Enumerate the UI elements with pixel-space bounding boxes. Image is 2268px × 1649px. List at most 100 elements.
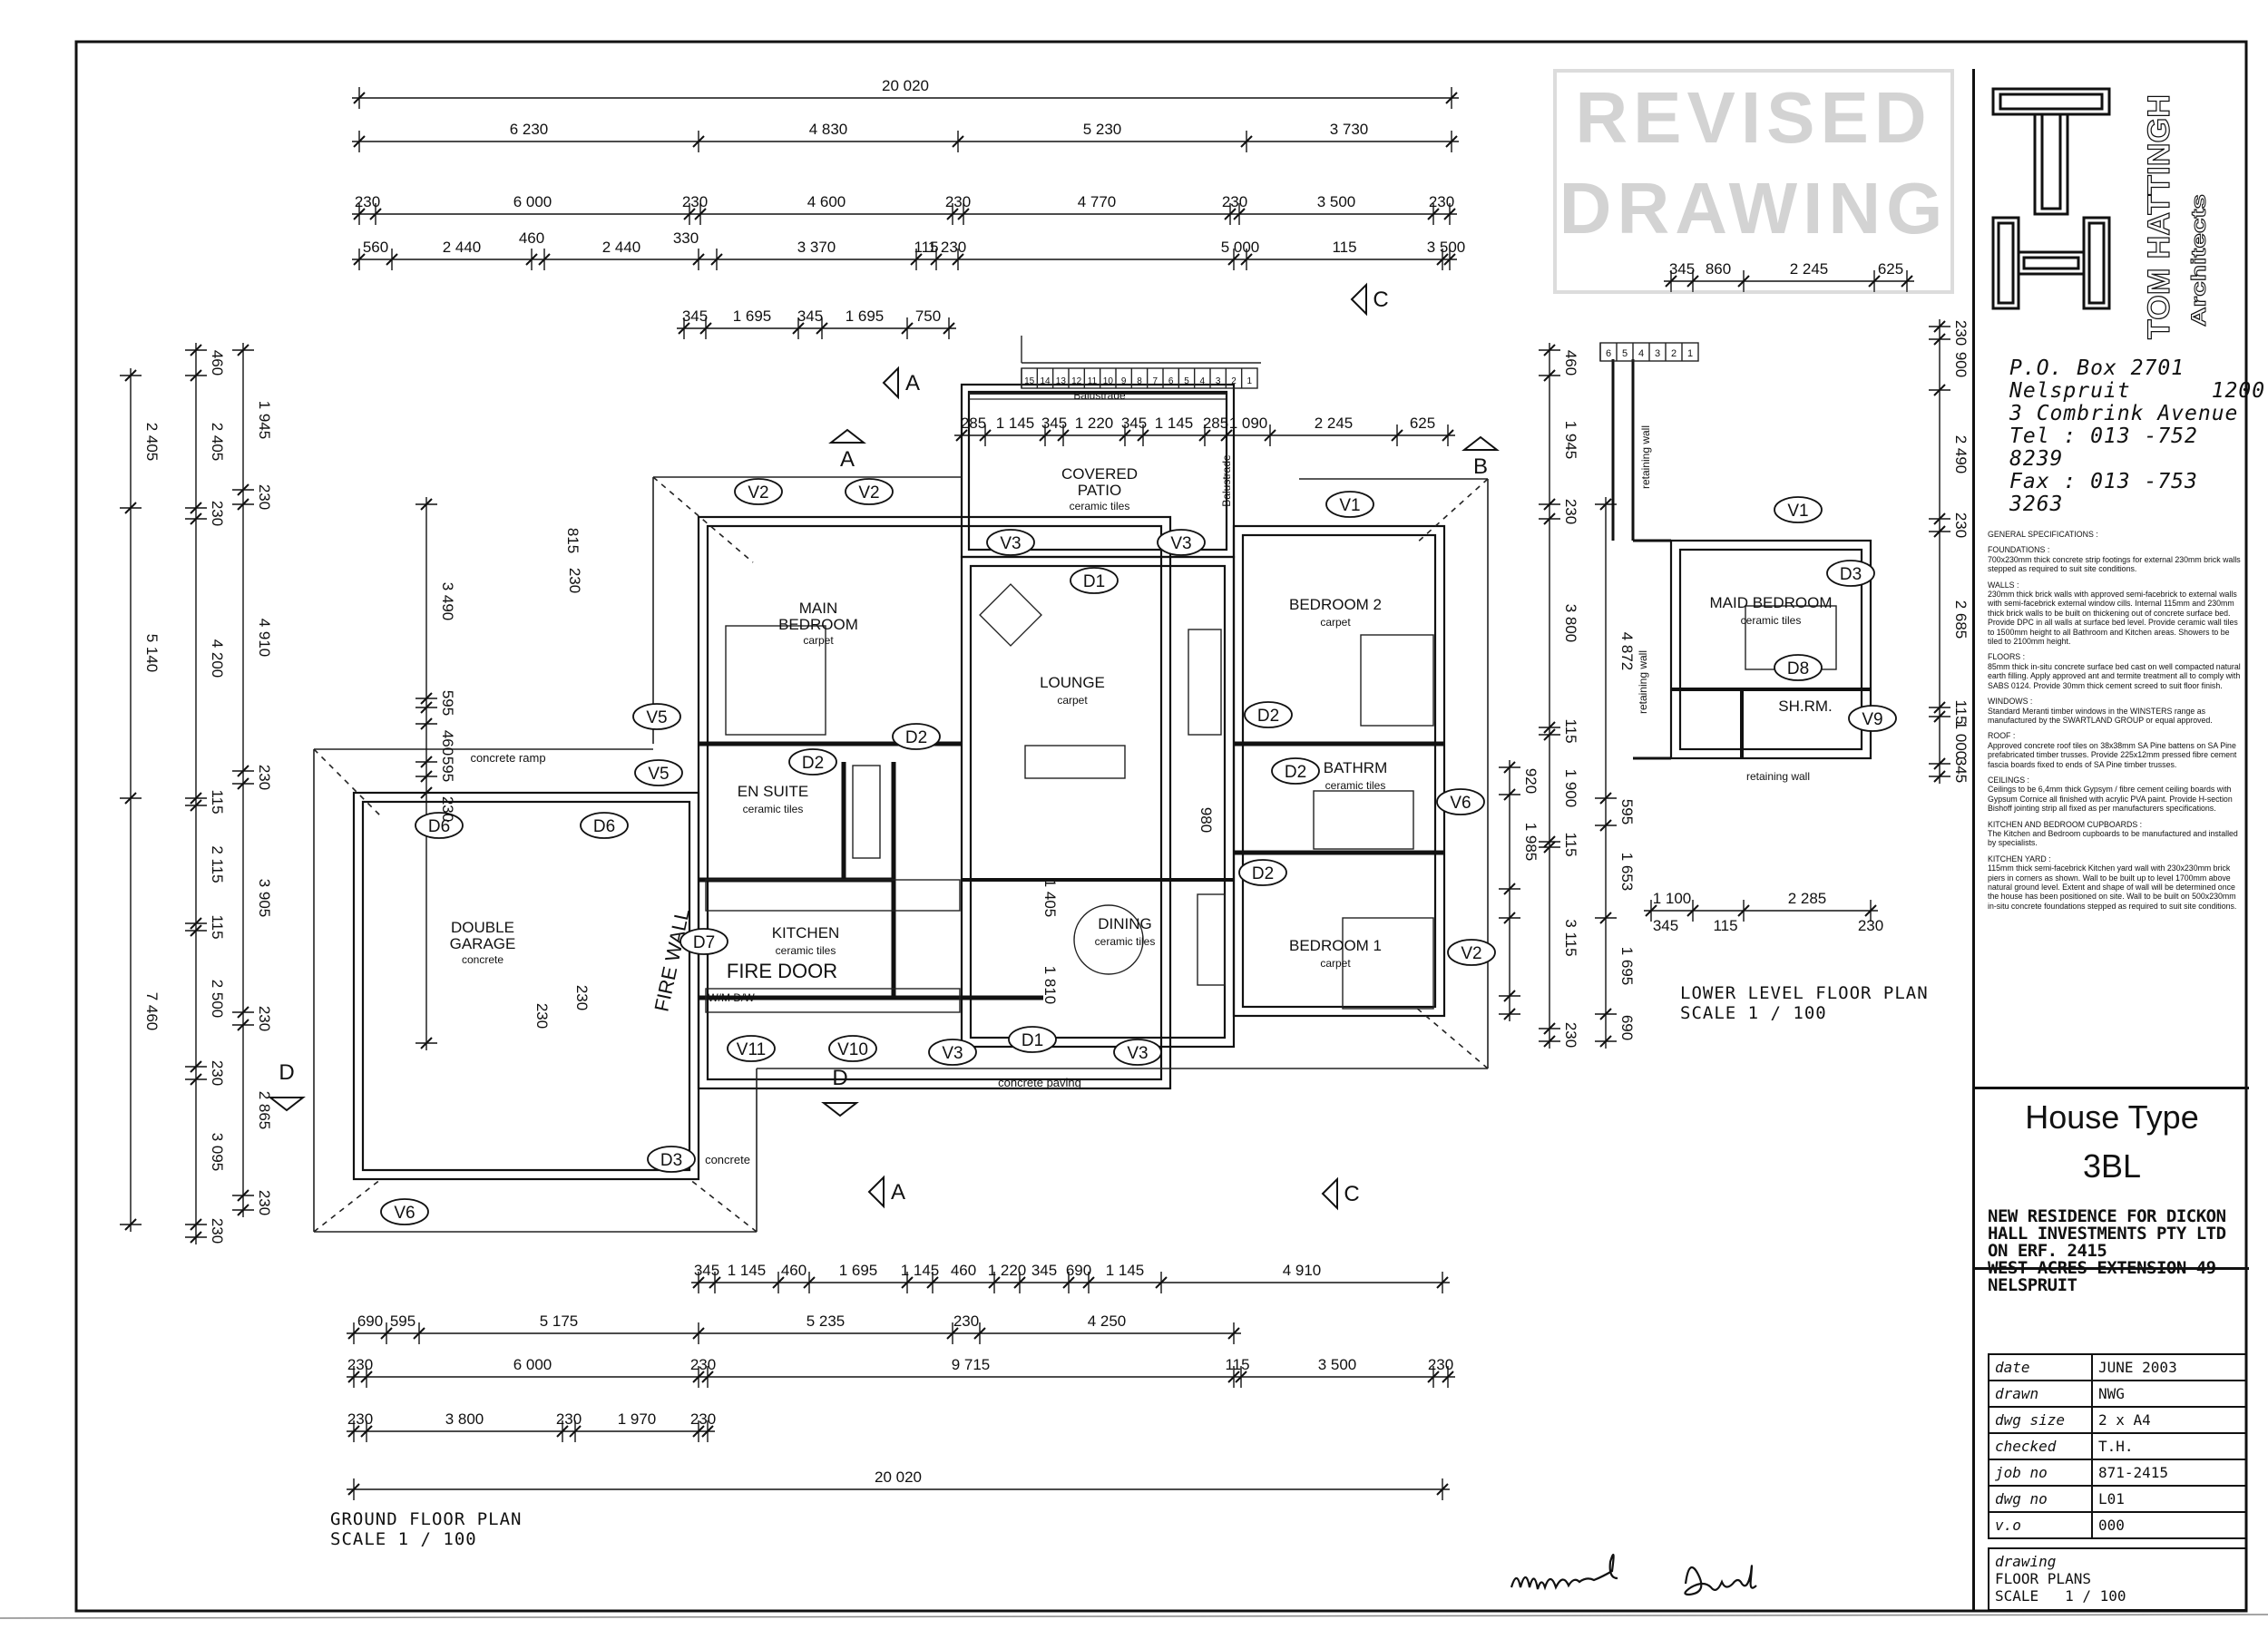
dimension-label: 230 <box>209 1218 226 1244</box>
project-line: HALL INVESTMENTS PTY LTD <box>1988 1224 2226 1244</box>
dimension-tick <box>420 701 433 714</box>
section-label: D <box>832 1066 847 1090</box>
dimension-tick <box>701 1425 714 1438</box>
note-retaining-wall: retaining wall <box>1639 425 1652 489</box>
dimension-label: 230 <box>256 765 273 790</box>
dimension-label: 1 145 <box>1106 1262 1145 1279</box>
dimension-tick <box>413 1327 425 1340</box>
opening-tag-label: V5 <box>646 708 667 727</box>
dimension-label: 460 <box>951 1262 976 1279</box>
dimension-tick <box>943 322 955 335</box>
dimension-tick <box>556 1425 569 1438</box>
opening-tag <box>380 1198 429 1225</box>
opening-tag <box>1113 1039 1162 1066</box>
opening-tag-label: D1 <box>1022 1031 1043 1050</box>
opening-tag <box>1157 529 1206 556</box>
dimension-tick <box>692 253 705 266</box>
dimension-tick <box>1543 728 1556 741</box>
dimension-tick <box>1442 429 1454 442</box>
opening-tag-label: V3 <box>942 1044 963 1063</box>
room-name: DOUBLE <box>451 919 514 936</box>
dimension-label: 4 910 <box>256 619 273 658</box>
dimension-tick <box>353 92 366 104</box>
info-key: job no <box>1988 1459 2093 1487</box>
spec-text: Standard Meranti timber windows in the W… <box>1988 706 2213 725</box>
dimension-tick <box>1737 904 1750 917</box>
dimension-label: 230 <box>347 1356 373 1373</box>
spec-heading: GENERAL SPECIFICATIONS : <box>1988 530 2098 539</box>
dimension-tick <box>1686 275 1699 288</box>
dimension-tick <box>1933 770 1946 783</box>
dimension-label: 230 <box>690 1356 716 1373</box>
room-name: BEDROOM 2 <box>1289 596 1382 613</box>
opening-tag-label: D2 <box>802 754 824 773</box>
note-fire-wall: FIRE WALL <box>650 906 693 1013</box>
dimension-label: 595 <box>1618 799 1636 824</box>
dimension-label: 115 <box>1225 1356 1249 1373</box>
dimension-label: 1 970 <box>618 1410 657 1428</box>
dimension-label: 230 <box>682 193 708 210</box>
dimension-tick <box>190 1060 202 1073</box>
drawing-label: drawing <box>1995 1553 2057 1570</box>
kitchen-counter <box>705 988 961 1013</box>
opening-tag-label: V11 <box>737 1040 766 1059</box>
dimension-tick <box>952 253 964 266</box>
dimension-tick <box>901 322 914 335</box>
dimension-lines <box>120 87 1950 1500</box>
sideboard <box>1197 893 1226 986</box>
dimension-tick <box>1391 429 1403 442</box>
dimension-tick <box>1599 912 1612 924</box>
dimension-tick <box>709 1276 721 1289</box>
info-value: NWG <box>2091 1380 2247 1408</box>
dimension-tick <box>1119 429 1131 442</box>
dimension-tick <box>1427 208 1440 220</box>
dimension-tick <box>190 502 202 514</box>
dimension-tick <box>1933 333 1946 346</box>
room-name: LOUNGE <box>1040 674 1105 691</box>
spec-text: 115mm thick semi-facebrick Kitchen yard … <box>1988 864 2237 911</box>
dimension-tick <box>699 322 712 335</box>
firm-logo: TH <box>1991 87 2111 310</box>
opening-tag <box>1008 1026 1057 1053</box>
dimension-tick <box>816 322 828 335</box>
dimension-tick <box>525 253 538 266</box>
info-value: 000 <box>2091 1511 2247 1539</box>
opening-tag-label: V2 <box>748 483 768 503</box>
dimension-label: 5 140 <box>143 634 161 673</box>
dimension-label: 345 <box>694 1262 719 1279</box>
opening-tag-label: D2 <box>1257 707 1279 726</box>
dimension-label: 2 440 <box>443 239 482 256</box>
dimension-label: 230 <box>945 193 971 210</box>
opening-tag <box>1826 560 1875 587</box>
room-finish: carpet <box>803 634 834 647</box>
opening-tag-label: V3 <box>1170 534 1191 553</box>
dimension-tick <box>386 253 398 266</box>
contact-line: Nelspruit 1200 <box>2009 379 2266 403</box>
dimension-tick <box>190 924 202 937</box>
dimension-tick <box>792 322 805 335</box>
opening-tag-label: V2 <box>1461 944 1481 963</box>
wall-inner <box>1241 533 1437 1009</box>
roof-hip <box>1414 478 1489 545</box>
stair-number: 8 <box>1137 376 1142 386</box>
dimension-tick <box>1137 429 1149 442</box>
room-name: BEDROOM <box>778 616 858 633</box>
opening-tag-label: D2 <box>1252 864 1274 883</box>
opening-tag-label: V3 <box>1127 1044 1148 1063</box>
bathtub <box>852 765 881 859</box>
dimension-label: 230 <box>209 501 226 526</box>
dimension-tick <box>1227 1371 1240 1383</box>
dimension-tick <box>1503 912 1516 924</box>
section-label: A <box>905 371 920 395</box>
wall-inner <box>361 800 691 1172</box>
dimension-tick <box>190 1231 202 1244</box>
section-label: A <box>891 1180 905 1205</box>
bed <box>1342 917 1434 1010</box>
dimension-label: 1 090 <box>1229 415 1268 432</box>
stair-number: 4 <box>1200 376 1206 386</box>
dimension-label: 115 <box>1562 832 1579 856</box>
info-key: dwg size <box>1988 1406 2093 1434</box>
dimension-tick <box>1599 819 1612 832</box>
stair-number: 2 <box>1671 348 1677 359</box>
